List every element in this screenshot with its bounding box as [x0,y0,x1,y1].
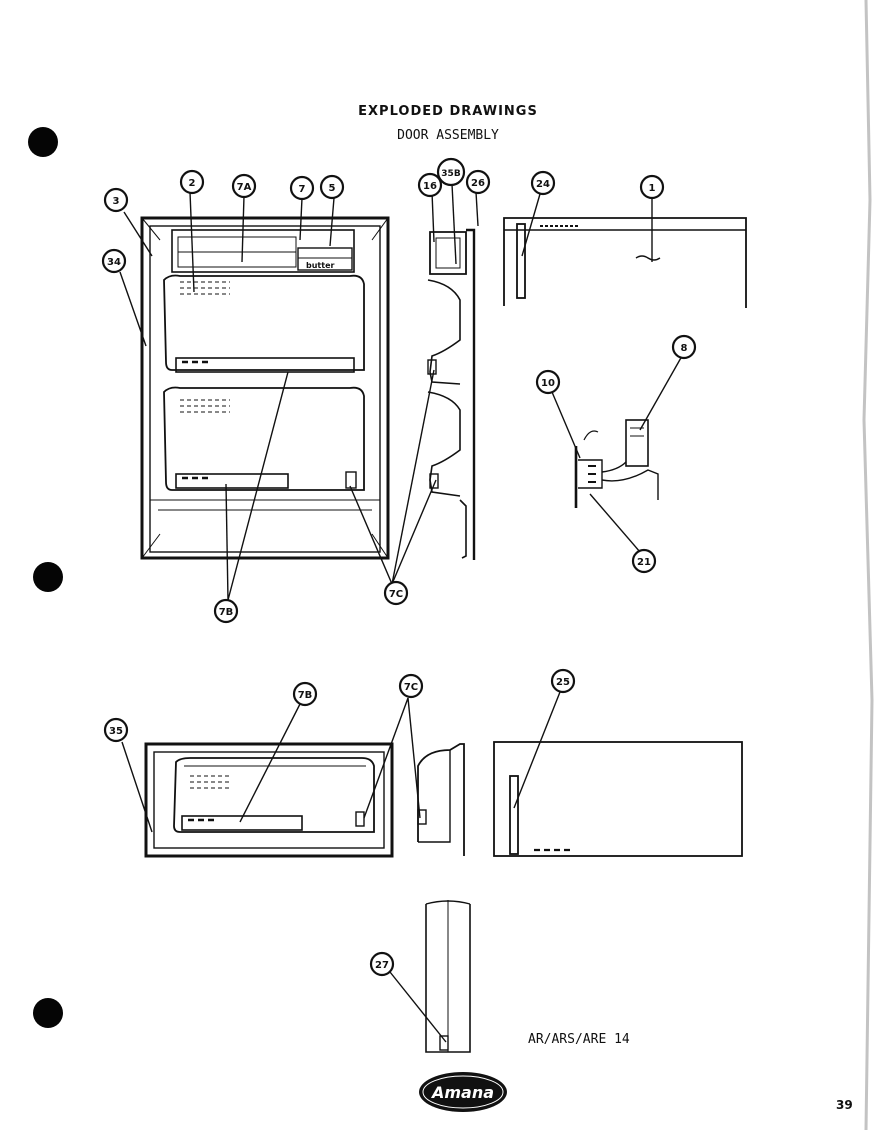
callout-10: 10 [535,369,561,395]
fresh-food-door-liner [140,216,390,560]
callout-35: 35 [103,717,129,743]
gasket-strip [425,900,471,1053]
svg-text:34: 34 [107,257,121,268]
svg-text:7: 7 [299,184,306,195]
svg-text:35: 35 [109,726,123,737]
freezer-door-side [417,743,465,856]
svg-text:25: 25 [556,677,570,688]
svg-text:35B: 35B [441,169,461,179]
callout-2: 2 [179,169,205,195]
amana-logo: Amana [419,1072,507,1112]
callout-34: 34 [101,248,127,274]
svg-text:1: 1 [649,183,656,194]
callout-7a: 7A [231,173,257,199]
callout-7c-top: 7C [383,580,409,606]
svg-text:27: 27 [375,960,389,971]
callout-21: 21 [631,548,657,574]
svg-text:8: 8 [681,343,688,354]
callout-7c-bottom: 7C [398,673,424,699]
freezer-door-liner [144,742,394,858]
svg-text:7B: 7B [219,607,234,618]
model-numbers: AR/ARS/ARE 14 [528,1032,630,1047]
light-switch-detail [574,419,659,508]
page-title: EXPLODED DRAWINGS [358,104,538,119]
door-side-profile [427,228,476,560]
callout-7: 7 [289,175,315,201]
svg-text:16: 16 [423,181,437,192]
callout-27: 27 [369,951,395,977]
butter-label: butter [306,261,334,270]
svg-text:10: 10 [541,378,555,389]
callout-1: 1 [639,174,665,200]
callout-24: 24 [530,170,556,196]
svg-text:7C: 7C [404,682,418,693]
binder-hole-top [28,127,58,157]
svg-text:21: 21 [637,557,651,568]
svg-text:3: 3 [113,196,120,207]
callout-7b-bottom: 7B [292,681,318,707]
svg-text:7B: 7B [298,690,313,701]
callout-16: 16 [417,172,443,198]
callout-leaders [119,183,683,1043]
svg-text:24: 24 [536,179,550,190]
svg-text:7C: 7C [389,589,403,600]
callout-26: 26 [465,169,491,195]
binder-hole-middle [33,562,63,592]
cabinet-top-section [503,217,747,308]
svg-text:7A: 7A [237,182,252,193]
svg-text:Amana: Amana [430,1083,494,1102]
callout-7b-top: 7B [213,598,239,624]
page-subtitle: DOOR ASSEMBLY [397,128,499,143]
svg-text:26: 26 [471,178,485,189]
svg-text:5: 5 [329,183,336,194]
freezer-cabinet [493,741,743,857]
callout-25: 25 [550,668,576,694]
binder-hole-bottom [33,998,63,1028]
callout-5: 5 [319,174,345,200]
callout-35b: 35B [436,157,466,187]
page-number: 39 [836,1098,853,1112]
callout-3: 3 [103,187,129,213]
callout-8: 8 [671,334,697,360]
svg-text:2: 2 [189,178,196,189]
